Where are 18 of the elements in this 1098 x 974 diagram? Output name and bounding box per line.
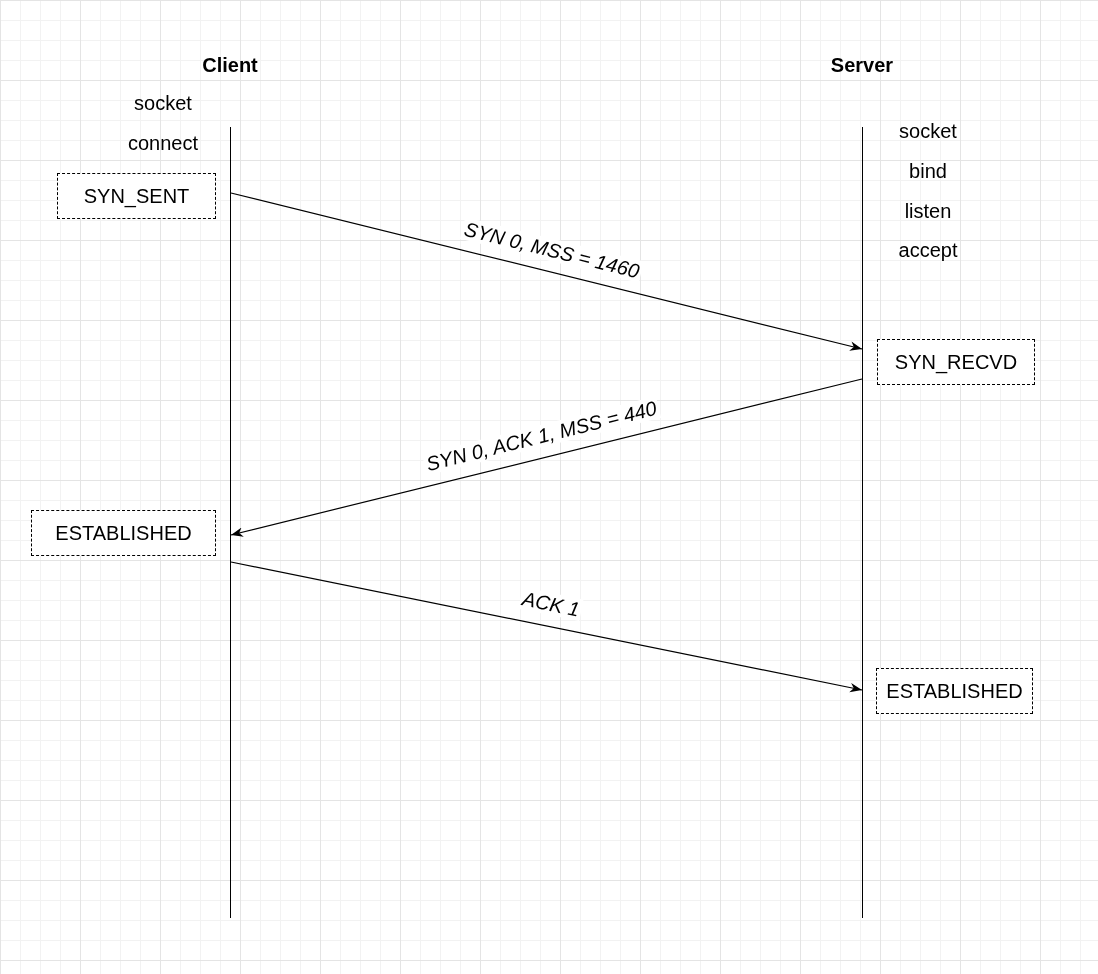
call-label: bind bbox=[909, 160, 947, 183]
call-label: connect bbox=[127, 132, 199, 155]
state-box: ESTABLISHED bbox=[876, 668, 1033, 714]
lifeline-header: Client bbox=[202, 54, 258, 77]
lifeline bbox=[230, 127, 231, 918]
call-label: socket bbox=[899, 120, 957, 143]
message-arrow bbox=[230, 378, 863, 537]
state-box: SYN_SENT bbox=[57, 173, 216, 219]
edge-label: ACK 1 bbox=[518, 587, 584, 622]
call-label: listen bbox=[904, 200, 952, 223]
call-label: accept bbox=[898, 239, 958, 262]
state-box: SYN_RECVD bbox=[877, 339, 1035, 385]
lifeline-header: Server bbox=[830, 54, 894, 77]
message-arrow bbox=[230, 561, 863, 693]
state-box: ESTABLISHED bbox=[31, 510, 216, 556]
message-arrow bbox=[230, 192, 863, 351]
call-label: socket bbox=[134, 92, 192, 115]
lifeline bbox=[862, 127, 863, 918]
